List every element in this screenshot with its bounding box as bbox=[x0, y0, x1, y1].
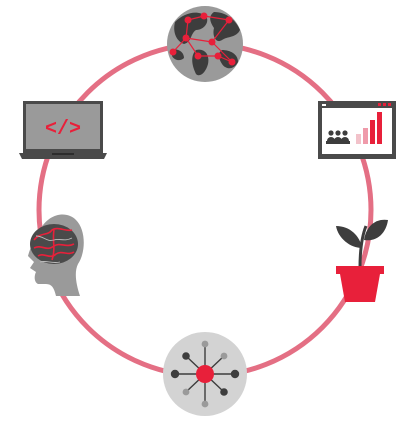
hub-network-icon bbox=[163, 332, 247, 416]
brain-head-icon bbox=[28, 214, 84, 296]
code-symbol: </> bbox=[45, 118, 81, 141]
cycle-ring bbox=[36, 41, 374, 379]
presentation-chart-icon bbox=[318, 101, 396, 159]
globe-network-icon bbox=[167, 6, 243, 82]
potted-plant-icon bbox=[336, 219, 388, 302]
code-laptop-icon: </> bbox=[19, 101, 107, 159]
